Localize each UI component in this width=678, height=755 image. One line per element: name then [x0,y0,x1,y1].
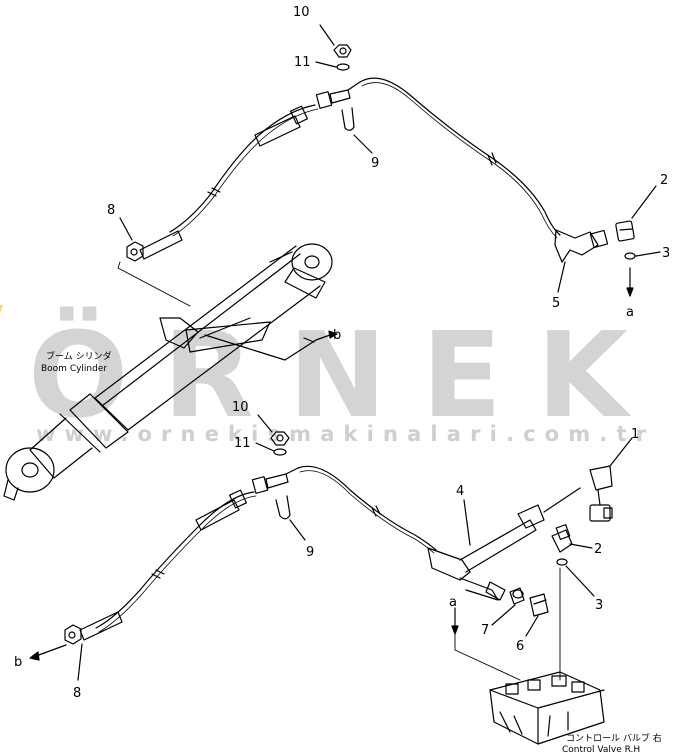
tee-fitting-4 [427,504,545,601]
nut-10-top [333,44,352,58]
hose-fitting-top [315,81,361,109]
arrow-b-bottom [35,644,67,657]
clamp-9-bottom [275,495,291,520]
callout-11-bottom: 11 [234,436,251,451]
leader-2-top [631,185,657,219]
watermark: ÖRNEK www.ornekismakinalari.com.tr [0,305,646,446]
leader-3-top [635,251,661,257]
callout-3-top: 3 [662,246,670,261]
oring-3-bottom [556,558,568,566]
hose-bottom-left [95,491,255,629]
part-labels: ブーム シリンダ Boom Cylinder コントロール バルブ 右 Cont… [41,350,662,755]
control-valve [489,671,605,745]
hose-top-right [359,77,561,236]
callout-10-top: 10 [293,5,310,20]
leader-5 [557,261,566,293]
callout-1: 1 [631,427,639,442]
callout-a-bottom: a [449,595,457,610]
leader-11-bottom [255,442,275,452]
routing-line-a-bottom [454,633,521,681]
callout-9-bottom: 9 [306,545,314,560]
callout-labels: 10 11 9 8 2 3 5 a b 10 11 9 1 4 2 3 7 6 … [14,5,670,701]
cap-6 [529,593,549,617]
callout-2-top: 2 [660,173,668,188]
threaded-fitting-bottom [195,489,247,531]
callout-4: 4 [456,484,464,499]
callout-3-bottom: 3 [595,598,603,613]
leader-2-bottom [569,543,593,549]
hose-top-left [169,104,316,233]
hose-to-fitting-1 [543,487,581,513]
routing-line-top [117,261,191,307]
control-valve-label-en: Control Valve R.H [562,745,640,755]
boom-cylinder-label-en: Boom Cylinder [41,364,107,374]
callout-b-mid: b [333,328,341,343]
callout-8-bottom: 8 [73,686,81,701]
leader-10-top [319,24,335,46]
leader-4 [463,499,471,546]
callout-2-bottom: 2 [594,542,602,557]
nut-10-bottom [270,431,290,446]
fitting-2-top [615,220,635,242]
leader-9-top [353,134,373,154]
callout-10-bottom: 10 [232,400,249,415]
callout-6: 6 [516,639,524,654]
washer-11-top [336,63,350,71]
callout-5: 5 [552,296,560,311]
hatch-b-mid [303,337,315,343]
fitting-1 [589,465,613,522]
plug-7 [509,587,525,605]
leader-8-bottom [77,643,83,681]
fitting-8-top [126,230,183,262]
threaded-fitting-top [254,105,308,147]
boom-cylinder [3,243,333,501]
callout-11-top: 11 [294,55,311,70]
washer-11-bottom [273,448,287,456]
fitting-8-bottom [64,611,123,645]
callout-7: 7 [481,623,489,638]
oring-3-top [624,252,636,260]
leader-9-bottom [289,519,306,541]
callout-8-top: 8 [107,203,115,218]
leader-8-top [119,217,133,241]
fitting-2-bottom [551,524,573,553]
elbow-fitting-5 [554,229,609,263]
callout-a-top: a [626,305,634,320]
boom-cylinder-label-jp: ブーム シリンダ [46,350,112,362]
leader-6 [525,615,539,637]
leader-11-top [315,61,337,68]
leader-7 [491,604,516,626]
callout-b-bottom: b [14,655,22,670]
hose-fitting-bottom [251,467,299,494]
clamp-9-top [341,107,355,131]
leader-1 [609,437,633,467]
control-valve-label-jp: コントロール バルブ 右 [566,732,662,744]
leader-10-bottom [257,414,273,433]
watermark-accent-2 [0,305,3,317]
hose-bottom-right [297,465,437,551]
leader-3-bottom [565,565,595,597]
callout-9-top: 9 [371,156,379,171]
routing-line-b-mid [204,334,317,361]
